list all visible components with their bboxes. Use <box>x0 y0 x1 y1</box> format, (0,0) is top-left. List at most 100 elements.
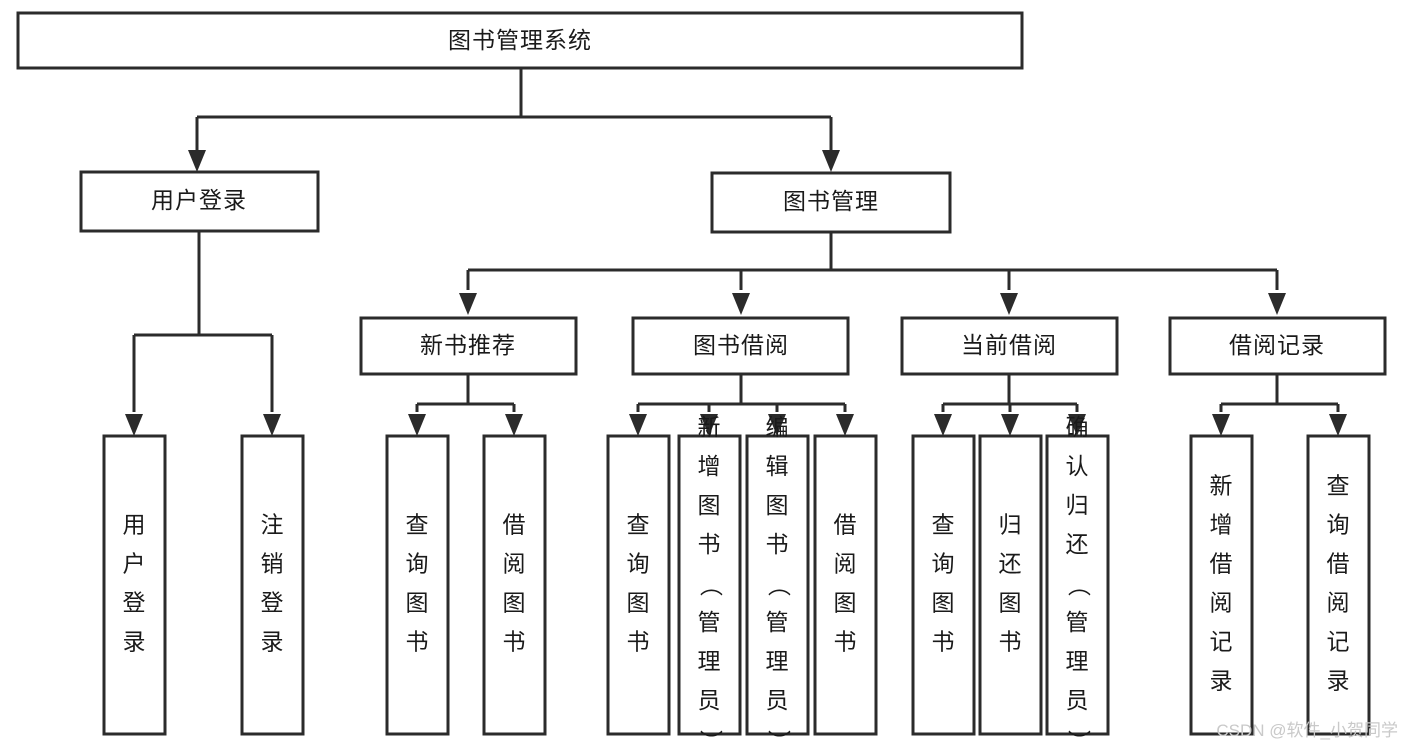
connector-book-borrow-to-leaves <box>636 374 847 412</box>
node-current-borrow-label: 当前借阅 <box>961 332 1057 358</box>
connector-user-login-to-leaves <box>132 231 274 412</box>
svg-text:录: 录 <box>123 629 146 655</box>
svg-text:图: 图 <box>503 590 526 616</box>
leaf-node[interactable]: 用户登录 <box>102 434 167 736</box>
svg-text:书: 书 <box>698 531 721 557</box>
svg-text:注: 注 <box>261 512 284 538</box>
svg-text:阅: 阅 <box>1210 590 1233 616</box>
svg-text:录: 录 <box>1327 668 1350 694</box>
svg-text:）: ） <box>1066 730 1092 747</box>
node-user-login-label: 用户登录 <box>151 187 247 213</box>
svg-text:查: 查 <box>627 512 650 538</box>
node-root[interactable]: 图书管理系统 <box>16 11 1024 70</box>
svg-text:管: 管 <box>698 609 721 635</box>
svg-text:户: 户 <box>123 551 146 577</box>
svg-text:）: ） <box>766 730 792 747</box>
arrow-to-leaf-query-record <box>1329 414 1347 436</box>
node-new-book-recommend[interactable]: 新书推荐 <box>359 316 578 376</box>
node-user-login[interactable]: 用户登录 <box>79 170 320 233</box>
svg-text:询: 询 <box>1327 512 1350 538</box>
svg-text:还: 还 <box>1066 531 1089 557</box>
svg-text:图: 图 <box>406 590 429 616</box>
svg-text:借: 借 <box>834 512 857 538</box>
svg-text:借: 借 <box>503 512 526 538</box>
svg-text:增: 增 <box>698 453 721 479</box>
svg-text:员: 员 <box>766 687 789 713</box>
svg-text:阅: 阅 <box>834 551 857 577</box>
arrow-to-book-manage <box>822 150 840 172</box>
arrow-to-leaf-return-book <box>1001 414 1019 436</box>
arrow-to-leaf-user-login <box>125 414 143 436</box>
svg-text:阅: 阅 <box>1327 590 1350 616</box>
svg-text:认: 认 <box>1066 453 1089 479</box>
svg-text:归: 归 <box>999 512 1022 538</box>
svg-text:理: 理 <box>1066 648 1089 674</box>
arrow-to-borrow-record <box>1268 293 1286 315</box>
svg-text:询: 询 <box>627 551 650 577</box>
arrow-to-current-borrow <box>1000 293 1018 315</box>
arrow-to-leaf-borrow-book-2 <box>836 414 854 436</box>
node-borrow-record[interactable]: 借阅记录 <box>1168 316 1387 376</box>
svg-text:）: ） <box>698 730 724 747</box>
connector-book-manage-to-level3 <box>466 232 1279 290</box>
svg-text:编: 编 <box>766 414 789 440</box>
svg-text:图: 图 <box>698 492 721 518</box>
node-book-manage[interactable]: 图书管理 <box>710 171 952 234</box>
svg-text:还: 还 <box>999 551 1022 577</box>
svg-text:借: 借 <box>1210 551 1233 577</box>
svg-text:书: 书 <box>999 629 1022 655</box>
svg-text:（: （ <box>1066 574 1092 597</box>
node-current-borrow[interactable]: 当前借阅 <box>900 316 1119 376</box>
connector-current-borrow-to-leaves <box>941 374 1079 412</box>
svg-text:查: 查 <box>406 512 429 538</box>
svg-text:图: 图 <box>932 590 955 616</box>
connector-borrow-record-to-leaves <box>1219 374 1340 412</box>
svg-text:员: 员 <box>698 687 721 713</box>
arrow-to-book-borrow <box>732 293 750 315</box>
svg-text:书: 书 <box>834 629 857 655</box>
svg-text:新: 新 <box>1210 473 1233 499</box>
svg-text:录: 录 <box>1210 668 1233 694</box>
node-book-manage-label: 图书管理 <box>783 188 879 214</box>
svg-text:图: 图 <box>999 590 1022 616</box>
svg-text:理: 理 <box>766 648 789 674</box>
svg-text:书: 书 <box>766 531 789 557</box>
svg-text:登: 登 <box>123 590 146 616</box>
connector-root-to-level2 <box>195 68 833 150</box>
svg-text:图: 图 <box>834 590 857 616</box>
svg-text:员: 员 <box>1066 687 1089 713</box>
svg-text:查: 查 <box>1327 473 1350 499</box>
svg-text:新: 新 <box>698 414 721 440</box>
svg-text:录: 录 <box>261 629 284 655</box>
svg-text:书: 书 <box>503 629 526 655</box>
svg-text:书: 书 <box>406 629 429 655</box>
svg-text:理: 理 <box>698 648 721 674</box>
svg-text:图: 图 <box>766 492 789 518</box>
svg-text:用: 用 <box>123 512 146 538</box>
node-book-borrow[interactable]: 图书借阅 <box>631 316 850 376</box>
node-new-book-recommend-label: 新书推荐 <box>420 332 516 358</box>
